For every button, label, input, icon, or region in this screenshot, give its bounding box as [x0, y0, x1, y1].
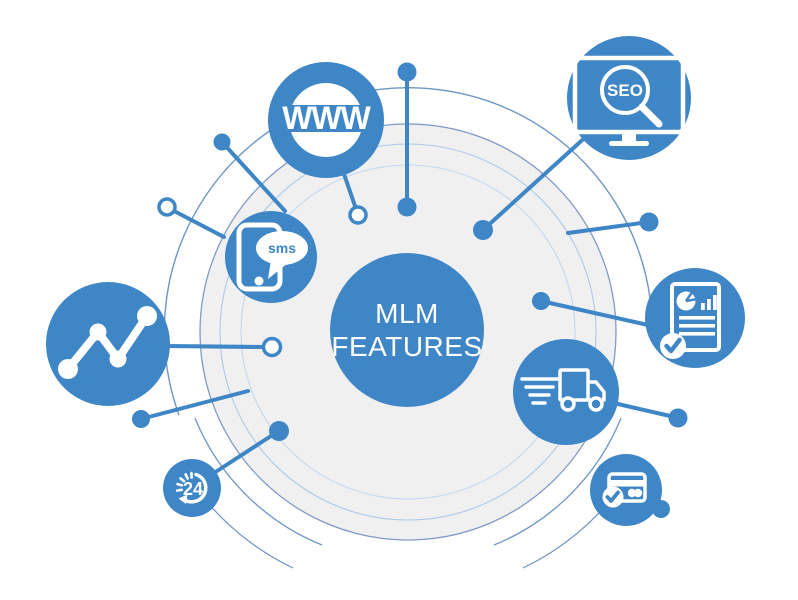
- trend-point: [137, 306, 157, 326]
- connector-line: [481, 131, 592, 232]
- text-line: [679, 332, 715, 336]
- center-title-line1: MLM: [375, 298, 439, 329]
- trend-point: [109, 350, 127, 368]
- speech-bubble: [256, 231, 308, 265]
- trend-line: [64, 312, 151, 373]
- magnifier-handle: [638, 103, 663, 128]
- connector-dot: [532, 292, 550, 310]
- connector-dot: [473, 220, 493, 240]
- phone-home-button: [254, 276, 264, 286]
- bar: [713, 295, 717, 310]
- center-title-line2: FEATURES: [331, 331, 482, 362]
- clock-arrow-head: [178, 494, 188, 504]
- www-label: WWW: [282, 100, 371, 136]
- connector-dot: [213, 133, 231, 151]
- check-mark: [664, 337, 682, 354]
- icon-bubble: [163, 459, 221, 517]
- connector-line: [220, 140, 287, 213]
- report-icon: [645, 268, 745, 368]
- connector-dot: [668, 408, 688, 428]
- connector-line: [139, 389, 250, 421]
- connector-rings: [157, 197, 368, 358]
- trend-point: [58, 359, 78, 379]
- delivery-truck-icon: [513, 339, 619, 445]
- connector-line: [174, 210, 226, 239]
- connector-dot: [269, 421, 289, 441]
- www-icon: WWW: [268, 62, 384, 178]
- sms-label: sms: [268, 240, 296, 256]
- 24-hours-icon: 24: [163, 459, 221, 517]
- connector-dots: [132, 62, 688, 518]
- bar: [707, 299, 711, 310]
- card-dot: [627, 488, 637, 498]
- outer-arc: [194, 417, 323, 546]
- icon-bubble: [590, 454, 662, 526]
- icon-bubble: [513, 339, 619, 445]
- globe-band: [276, 105, 376, 132]
- outer-arc: [493, 417, 622, 546]
- ray-tick: [179, 477, 186, 483]
- document: [670, 282, 721, 352]
- wheel: [560, 396, 576, 412]
- text-line: [679, 316, 715, 320]
- pie-slice-line: [685, 298, 696, 303]
- connector-line: [539, 299, 650, 327]
- seo-icon: SEO: [567, 36, 691, 160]
- ray-tick: [184, 473, 189, 480]
- bar: [701, 303, 705, 310]
- connector-line: [566, 220, 651, 235]
- check-mark: [605, 490, 620, 503]
- connector-dot: [397, 197, 417, 217]
- connector-line: [163, 344, 263, 349]
- connector-dot: [397, 62, 417, 82]
- ray-tick: [175, 488, 183, 492]
- center-disc: [330, 253, 484, 407]
- connector-ring: [157, 197, 177, 217]
- text-line: [679, 324, 715, 328]
- connector-dot: [132, 410, 150, 428]
- clock-arrow-arc: [183, 472, 208, 504]
- center-circle: MLM FEATURES: [330, 253, 484, 407]
- wheel: [588, 396, 604, 412]
- connector-line: [212, 434, 273, 475]
- analytics-icon: [46, 282, 170, 406]
- trend-point: [89, 323, 107, 341]
- payment-card-icon: [590, 454, 662, 526]
- monitor-base: [609, 141, 649, 146]
- connector-line: [342, 172, 357, 208]
- connector-ring: [261, 336, 283, 358]
- sms-icon: sms: [225, 211, 317, 303]
- card-stripe: [609, 480, 645, 487]
- magnifier-lens: [600, 65, 650, 115]
- speech-bubble-tail: [268, 260, 288, 279]
- monitor-neck: [622, 132, 636, 141]
- seo-label: SEO: [607, 81, 643, 100]
- icon-bubble: [567, 36, 691, 160]
- card-dot: [633, 488, 643, 498]
- ray-tick: [176, 482, 184, 487]
- connector-line: [616, 402, 672, 418]
- connector-lines: [139, 70, 672, 509]
- connector-ring: [348, 205, 368, 225]
- 24-label: 24: [183, 479, 203, 499]
- connector-dot: [639, 212, 659, 232]
